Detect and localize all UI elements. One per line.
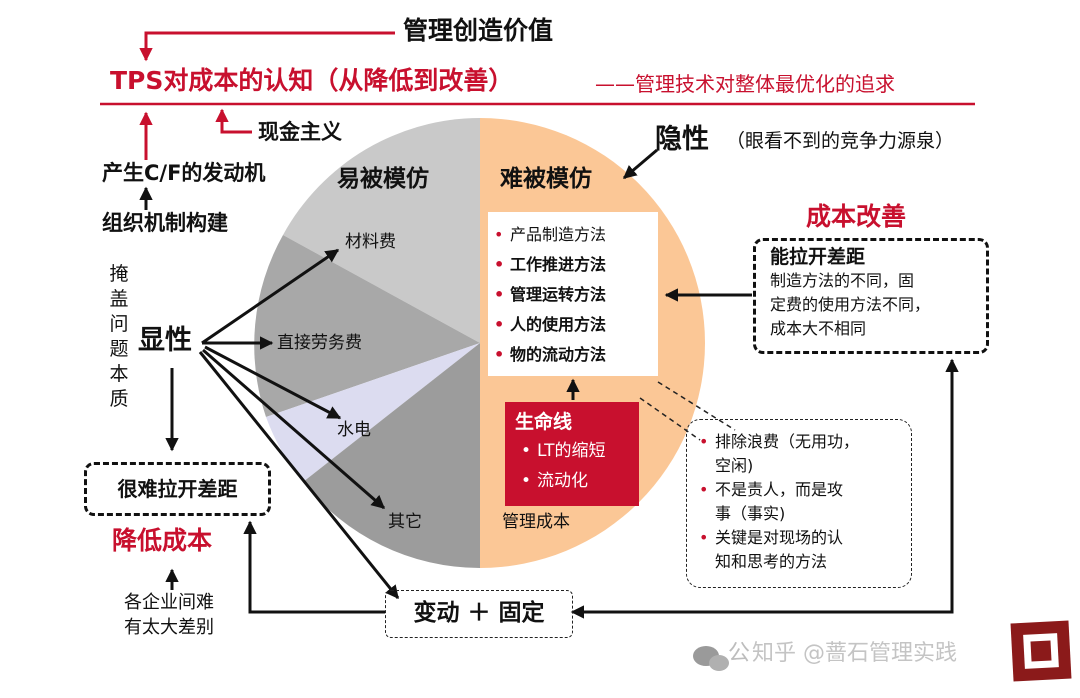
direct-labor-label: 直接劳务费 <box>277 333 362 353</box>
value-arrow <box>139 31 395 62</box>
methods-box: 产品制造方法 工作推进方法 管理运转方法 人的使用方法 物的流动方法 <box>488 212 658 376</box>
hard-gap-label: 很难拉开差距 <box>117 477 238 501</box>
hidden-pointer-arrow <box>622 148 658 180</box>
lifeline-title: 生命线 <box>515 411 573 433</box>
method-item: 管理运转方法 <box>488 280 658 310</box>
cover-essence-label: 掩盖问题本质 <box>109 263 129 410</box>
easy-to-imitate-header: 易被模仿 <box>337 166 429 192</box>
enterprise-note-line: 有太大差别 <box>124 617 214 638</box>
method-item: 人的使用方法 <box>488 310 658 340</box>
explicit-label: 显性 <box>138 325 192 356</box>
hidden-note: （眼看不到的竞争力源泉） <box>726 130 955 152</box>
management-value-label: 管理创造价值 <box>403 16 554 45</box>
gap-box-line: 制造方法的不同，固 <box>770 271 915 290</box>
material-cost-label: 材料费 <box>345 232 396 252</box>
variable-fixed-label: 变动 ＋ 固定 <box>413 600 545 626</box>
cost-improvement-title: 成本改善 <box>806 202 907 231</box>
hard-gap-box: 很难拉开差距 <box>84 462 271 516</box>
pie-slice-material <box>283 118 480 343</box>
lifeline-box: 生命线 LT的缩短 流动化 <box>505 402 639 506</box>
management-cost-label: 管理成本 <box>502 512 570 532</box>
watermark-prefix: 公 <box>728 641 751 666</box>
pie-slice-other <box>303 343 480 568</box>
gap-box-line: 成本大不相同 <box>770 319 867 338</box>
pie-slice-utility <box>266 343 480 482</box>
corner-logo <box>1010 620 1072 682</box>
wechat-icon <box>693 646 729 671</box>
method-item: 产品制造方法 <box>488 220 658 250</box>
gap-box-line: 定费的使用方法不同， <box>770 295 931 314</box>
notes-pointer-2 <box>639 397 701 441</box>
method-item: 物的流动方法 <box>488 340 658 370</box>
lifeline-item: LT的缩短 <box>515 436 639 466</box>
org-mechanism-label: 组织机制构建 <box>102 211 228 235</box>
cash-principle-arrow <box>215 108 252 134</box>
gap-box: 能拉开差距 制造方法的不同，固 定费的使用方法不同， 成本大不相同 <box>753 238 989 354</box>
watermark: 知乎 @蔷石管理实践 <box>752 641 957 666</box>
cf-engine-label: 产生C/F的发动机 <box>102 161 266 185</box>
other-label: 其它 <box>388 512 422 532</box>
gap-box-title: 能拉开差距 <box>770 246 866 268</box>
waste-note-item: 排除浪费（无用功，空闲) <box>693 430 911 478</box>
explicit-arrows <box>165 248 400 600</box>
reduce-cost-label: 降低成本 <box>112 526 213 555</box>
methods-list: 产品制造方法 工作推进方法 管理运转方法 人的使用方法 物的流动方法 <box>488 220 658 370</box>
utility-label: 水电 <box>337 420 371 440</box>
hard-to-imitate-header: 难被模仿 <box>500 166 592 192</box>
variable-fixed-box: 变动 ＋ 固定 <box>385 590 573 638</box>
hidden-label: 隐性 <box>655 124 709 155</box>
lifeline-item: 流动化 <box>515 466 639 496</box>
method-item: 工作推进方法 <box>488 250 658 280</box>
pie-slice-direct-labor <box>254 235 480 417</box>
title-suffix: ——管理技术对整体最优化的追求 <box>595 72 895 96</box>
notes-pointer-1 <box>657 381 736 431</box>
bottom-loop-arrows <box>165 288 959 619</box>
page-title: TPS对成本的认知（从降低到改善） <box>110 66 514 95</box>
cash-principle-label: 现金主义 <box>258 120 342 144</box>
enterprise-note-line: 各企业间难 <box>124 592 214 613</box>
lifeline-list: LT的缩短 流动化 <box>515 436 639 496</box>
